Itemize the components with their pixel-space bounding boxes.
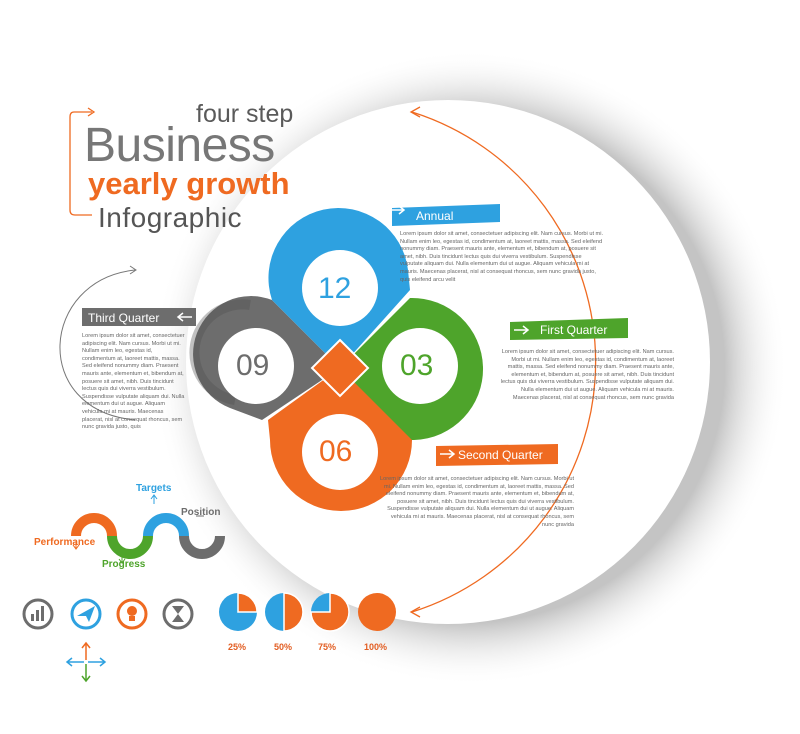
petal-number-12: 12 xyxy=(318,272,352,305)
petal-gray-hole xyxy=(218,328,294,404)
text-third-quarter: Lorem ipsum dolor sit amet, consectetuer… xyxy=(82,333,185,431)
process-targets: Targets xyxy=(136,483,172,494)
left-arc xyxy=(59,269,136,421)
wave-targets xyxy=(143,513,189,537)
arc-arrow-top-icon xyxy=(409,106,421,118)
ribbon-first-arrow-icon xyxy=(514,325,530,335)
pie-75 xyxy=(310,592,350,632)
title-business: Business xyxy=(84,119,275,172)
petal-blue-hole xyxy=(302,250,378,326)
pie-25 xyxy=(219,592,258,631)
ribbon-second-arrow-icon xyxy=(440,449,456,459)
wave-position xyxy=(179,535,225,559)
text-second-quarter: Lorem ipsum dolor sit amet, consectetuer… xyxy=(380,476,574,528)
petal-number-06: 06 xyxy=(319,435,353,468)
ribbon-first-quarter xyxy=(510,318,628,340)
label-second-quarter: Second Quarter xyxy=(458,448,543,462)
pie-slice xyxy=(310,592,350,632)
center-diamond xyxy=(310,338,370,398)
pie-label-50: 50% xyxy=(274,642,293,652)
pie-slice xyxy=(237,592,258,613)
petal-number-03: 03 xyxy=(400,349,434,382)
paper-plane-icon xyxy=(70,598,102,630)
pie-100 xyxy=(358,593,396,631)
pie-label-100: 100% xyxy=(364,642,388,652)
ribbon-third-quarter xyxy=(82,308,196,326)
label-third-quarter: Third Quarter xyxy=(88,311,160,325)
lightbulb-icon xyxy=(116,598,148,630)
ribbon-annual-arrow-icon xyxy=(392,205,406,215)
text-annual: Lorem ipsum dolor sit amet, consectetuer… xyxy=(400,231,604,283)
petal-number-09: 09 xyxy=(236,349,270,382)
ribbon-annual xyxy=(392,204,500,226)
process-progress: Progress xyxy=(102,559,146,570)
process-position: Position xyxy=(181,507,221,518)
petal-green-hole xyxy=(382,328,458,404)
label-first-quarter: First Quarter xyxy=(540,323,608,337)
ribbon-third-arrow-icon xyxy=(176,312,192,322)
process-performance: Performance xyxy=(34,537,96,548)
arc-arrow-bottom-icon xyxy=(409,606,421,618)
four-way-arrows-icon xyxy=(65,641,107,683)
title-infographic: Infographic xyxy=(98,202,243,233)
bracket-arrow-icon xyxy=(87,107,96,117)
title-yearly-growth: yearly growth xyxy=(88,166,290,201)
left-arc-arrow-icon xyxy=(129,265,137,275)
ribbon-second-quarter xyxy=(436,444,558,466)
text-first-quarter: Lorem ipsum dolor sit amet, consectetuer… xyxy=(500,349,674,401)
title-four-step: four step xyxy=(196,100,294,128)
pie-slice xyxy=(283,592,304,632)
targets-arrow-icon xyxy=(150,494,158,504)
hourglass-icon xyxy=(162,598,194,630)
wave-performance xyxy=(71,513,117,537)
chart-icon xyxy=(22,598,54,630)
wave-progress xyxy=(107,535,153,559)
pie-label-25: 25% xyxy=(228,642,247,652)
pie-label-75: 75% xyxy=(318,642,337,652)
progress-arrow-icon xyxy=(118,555,126,564)
performance-arrow-icon xyxy=(72,540,80,550)
label-annual: Annual xyxy=(416,209,454,223)
pie-50 xyxy=(265,592,304,632)
petal-orange-hole xyxy=(302,414,378,490)
title-bracket xyxy=(69,111,92,216)
orange-arc xyxy=(411,111,597,613)
